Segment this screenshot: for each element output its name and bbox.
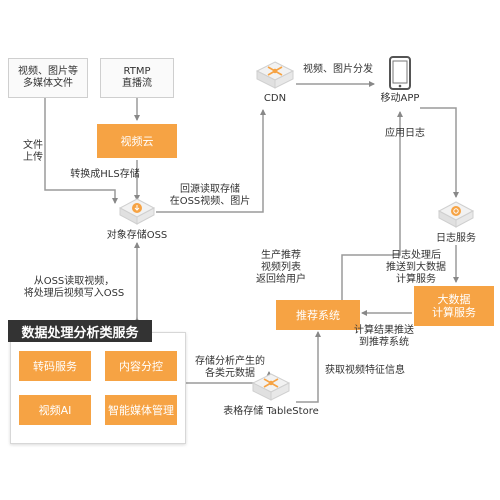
cdn-label: CDN (263, 93, 287, 104)
mobile-phone-icon (389, 56, 411, 90)
oss-label: 对象存储OSS (106, 230, 168, 241)
edge-label-log-push: 日志处理后 推送到大数据 计算服务 (386, 250, 446, 285)
cdn-icon (255, 61, 295, 89)
arrow-oss-to-cdn (156, 109, 266, 213)
recommend-system-box: 推荐系统 (276, 300, 360, 330)
data-processing-panel: 转码服务 内容分控 视频AI 智能媒体管理 (10, 332, 186, 444)
edge-label-distribution: 视频、图片分发 (303, 64, 373, 75)
multimedia-source-box: 视频、图片等 多媒体文件 (8, 58, 88, 98)
arrow-recommend-to-app (341, 111, 403, 300)
oss-icon (118, 198, 156, 225)
edge-label-back-to-source: 回源读取存储 在OSS视频、图片 (169, 184, 251, 207)
arrow-tablestore-to-recommend (296, 331, 321, 403)
edge-label-hls: 转换成HLS存储 (70, 169, 140, 180)
edge-label-compute-push: 计算结果推送 到推荐系统 (354, 325, 414, 348)
log-service-icon (437, 201, 475, 228)
service-transcode: 转码服务 (19, 351, 91, 381)
bigdata-compute-box: 大数据 计算服务 (414, 286, 494, 326)
edge-label-store-meta: 存储分析产生的 各类元数据 (195, 356, 265, 379)
arrow-upload (44, 95, 118, 204)
tablestore-label: 表格存储 TableStore (223, 406, 319, 417)
rtmp-source-box: RTMP 直播流 (100, 58, 174, 98)
edge-label-upload: 文件 上传 (23, 140, 43, 163)
edge-label-app-log: 应用日志 (385, 128, 425, 139)
edge-label-read-oss: 从OSS读取视频， 将处理后视频写入OSS (23, 276, 125, 299)
tablestore-icon (251, 373, 291, 401)
mobile-app-label: 移动APP (380, 93, 420, 104)
service-content-moderation: 内容分控 (105, 351, 177, 381)
panel-title: 数据处理分析类服务 (8, 320, 152, 342)
arrow-app-to-log (420, 107, 459, 198)
edge-label-get-features: 获取视频特征信息 (325, 365, 405, 376)
service-video-ai: 视频AI (19, 395, 91, 425)
edge-label-produce-list: 生产推荐 视频列表 返回给用户 (256, 250, 306, 285)
video-cloud-box: 视频云 (97, 124, 177, 158)
service-smart-media: 智能媒体管理 (105, 395, 177, 425)
log-service-label: 日志服务 (436, 233, 476, 244)
